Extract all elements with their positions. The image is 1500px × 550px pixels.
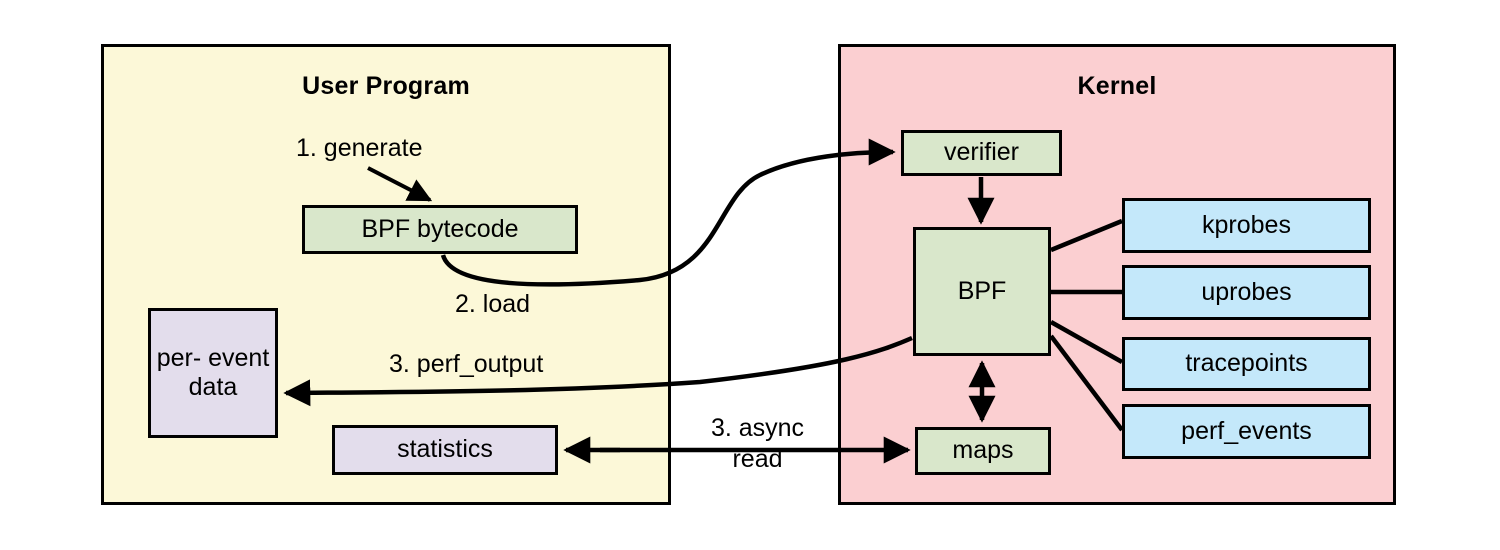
- node-verifier[interactable]: verifier: [901, 130, 1062, 176]
- node-perf-events[interactable]: perf_events: [1122, 404, 1371, 459]
- node-kprobes[interactable]: kprobes: [1122, 198, 1371, 253]
- node-tracepoints-label: tracepoints: [1185, 349, 1308, 378]
- node-kprobes-label: kprobes: [1202, 210, 1291, 239]
- node-bpf-label: BPF: [957, 276, 1007, 305]
- node-statistics[interactable]: statistics: [332, 425, 558, 475]
- node-uprobes[interactable]: uprobes: [1122, 265, 1371, 320]
- node-tracepoints[interactable]: tracepoints: [1122, 337, 1371, 391]
- node-bpf-bytecode[interactable]: BPF bytecode: [302, 205, 578, 254]
- edge-label-perf-output: 3. perf_output: [389, 350, 544, 378]
- node-perf-events-label: perf_events: [1181, 416, 1312, 445]
- node-per-event-data[interactable]: per- event data: [148, 308, 278, 438]
- node-maps-label: maps: [952, 436, 1014, 465]
- panel-kernel-title: Kernel: [1077, 72, 1157, 100]
- edge-label-load: 2. load: [455, 290, 531, 318]
- node-maps[interactable]: maps: [915, 427, 1051, 475]
- node-per-event-data-label: per- event data: [156, 343, 270, 402]
- node-statistics-label: statistics: [397, 435, 493, 464]
- edge-label-generate: 1. generate: [296, 134, 423, 162]
- node-uprobes-label: uprobes: [1201, 277, 1292, 306]
- panel-user-program-title: User Program: [302, 72, 470, 100]
- node-verifier-label: verifier: [943, 138, 1019, 167]
- node-bpf[interactable]: BPF: [913, 227, 1051, 356]
- node-bpf-bytecode-label: BPF bytecode: [361, 214, 519, 243]
- edge-label-async-read: 3. async read: [710, 414, 805, 473]
